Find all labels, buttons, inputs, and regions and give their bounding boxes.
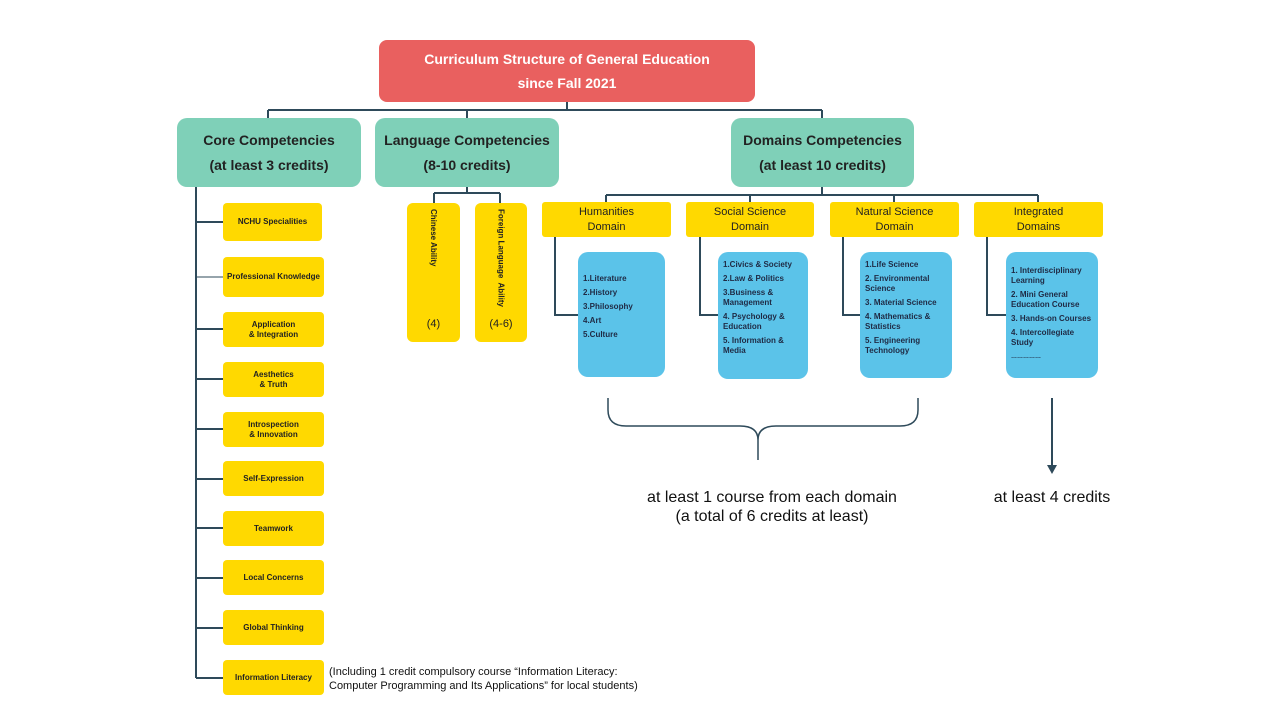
domain-humanities: Humanities Domain xyxy=(542,202,671,237)
title-line2: since Fall 2021 xyxy=(517,75,617,91)
core-item: Self-Expression xyxy=(223,461,324,496)
course-list-natural-science: 1.Life Science 2. Environmental Science … xyxy=(860,252,952,378)
language-item-name: Chinese Ability xyxy=(429,209,438,267)
course-item: 3.Business & Management xyxy=(723,288,774,307)
language-item-foreign: Foreign Language Ability (4-6) xyxy=(475,203,527,342)
course-item: 3. Material Science xyxy=(865,298,937,307)
course-list-integrated: 1. Interdisciplinary Learning 2. Mini Ge… xyxy=(1006,252,1098,378)
course-list-humanities: 1.Literature 2.History 3.Philosophy 4.Ar… xyxy=(578,252,665,377)
core-item: Local Concerns xyxy=(223,560,324,595)
title-line1: Curriculum Structure of General Educatio… xyxy=(424,51,710,67)
course-item: 2.Law & Politics xyxy=(723,274,784,283)
course-item: 5.Culture xyxy=(583,330,618,339)
core-name: Core Competencies xyxy=(203,131,335,148)
language-name: Language Competencies xyxy=(384,131,550,148)
language-item-credits: (4) xyxy=(426,318,441,330)
course-item: 3. Hands-on Courses xyxy=(1011,314,1092,323)
course-list-social-science: 1.Civics & Society 2.Law & Politics 3.Bu… xyxy=(718,252,808,379)
course-item: 5. Engineering Technology xyxy=(865,336,921,355)
domain-integrated: Integrated Domains xyxy=(974,202,1103,237)
course-item: 4. Intercollegiate Study xyxy=(1011,328,1075,347)
domains-credits: (at least 10 credits) xyxy=(759,156,886,173)
core-item: Application & Integration xyxy=(223,312,324,347)
core-item: Global Thinking xyxy=(223,610,324,645)
diagram-title: Curriculum Structure of General Educatio… xyxy=(379,40,755,102)
note-each-domain: at least 1 course from each domain (a to… xyxy=(647,489,897,525)
language-item-chinese: Chinese Ability (4) xyxy=(407,203,460,342)
course-item: 2. Environmental Science xyxy=(865,274,930,293)
course-item: 3.Philosophy xyxy=(583,302,633,311)
core-item: Aesthetics & Truth xyxy=(223,362,324,397)
core-credits: (at least 3 credits) xyxy=(209,156,329,173)
course-item: 1.Life Science xyxy=(865,260,919,269)
language-credits: (8-10 credits) xyxy=(423,156,511,173)
domains-competencies-box: Domains Competencies (at least 10 credit… xyxy=(731,118,914,187)
domains-name: Domains Competencies xyxy=(743,131,902,148)
domain-natural-science: Natural Science Domain xyxy=(830,202,959,237)
course-item: 2. Mini General Education Course xyxy=(1011,290,1080,309)
course-item: 1. Interdisciplinary Learning xyxy=(1011,266,1082,285)
core-item: Introspection & Innovation xyxy=(223,412,324,447)
note-integrated-credits: at least 4 credits xyxy=(993,489,1111,506)
course-item: 4. Mathematics & Statistics xyxy=(865,312,931,331)
course-item: …………… xyxy=(1011,354,1041,360)
information-literacy-footnote: (Including 1 credit compulsory course “I… xyxy=(329,666,638,692)
core-competencies-box: Core Competencies (at least 3 credits) xyxy=(177,118,361,187)
language-item-name: Foreign Language Ability xyxy=(496,209,506,307)
core-item: Teamwork xyxy=(223,511,324,546)
course-item: 4.Art xyxy=(583,316,602,325)
domain-social-science: Social Science Domain xyxy=(686,202,814,237)
course-item: 1.Literature xyxy=(583,274,627,283)
core-item: Professional Knowledge xyxy=(223,257,324,297)
language-competencies-box: Language Competencies (8-10 credits) xyxy=(375,118,559,187)
core-item: NCHU Specialities xyxy=(223,203,322,241)
course-item: 5. Information & Media xyxy=(723,336,784,355)
core-item: Information Literacy xyxy=(223,660,324,695)
course-item: 2.History xyxy=(583,288,618,297)
course-item: 1.Civics & Society xyxy=(723,260,792,269)
course-item: 4. Psychology & Education xyxy=(723,312,785,331)
language-item-credits: (4-6) xyxy=(489,318,513,330)
